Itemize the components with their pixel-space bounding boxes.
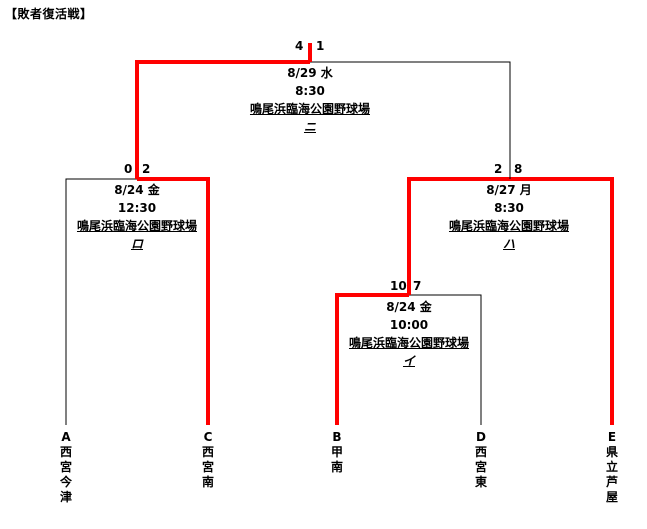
match-time: 10:00: [389, 318, 429, 332]
line-winner-i: [407, 177, 510, 295]
match-date: 8/24 金: [386, 300, 432, 314]
line-team-e-winner: [510, 177, 614, 425]
team-name: 西宮今津: [59, 445, 72, 504]
team-label: E: [607, 430, 617, 444]
line-team-a: [65, 178, 137, 425]
match-date: 8/29 水: [287, 66, 333, 80]
team-name: 西宮東: [474, 445, 487, 489]
team-label: A: [61, 430, 71, 444]
score-left-ni: 4: [295, 39, 304, 53]
team-c: C 西宮南: [200, 430, 216, 490]
page-title: 【敗者復活戦】: [5, 7, 93, 21]
line-team-c-winner: [137, 177, 210, 425]
line-winner-ro: [135, 60, 310, 179]
team-name: 西宮南: [201, 445, 214, 489]
team-e: E 県立芦屋: [604, 430, 620, 505]
team-d: D 西宮東: [473, 430, 489, 490]
score-right-ro: 2: [142, 162, 151, 176]
match-venue: 鳴尾浜臨海公園野球場: [348, 336, 469, 350]
score-left-ha: 2: [494, 162, 503, 176]
match-venue: 鳴尾浜臨海公園野球場: [76, 219, 197, 233]
match-info-ro: 8/24 金 12:30 鳴尾浜臨海公園野球場 ロ: [47, 181, 227, 253]
team-label: C: [203, 430, 213, 444]
match-code: ニ: [303, 120, 316, 134]
match-venue: 鳴尾浜臨海公園野球場: [448, 219, 569, 233]
score-right-ni: 1: [316, 39, 325, 53]
line-team-d: [409, 294, 482, 425]
match-info-ha: 8/27 月 8:30 鳴尾浜臨海公園野球場 ハ: [419, 181, 599, 253]
team-b: B 甲 南: [329, 430, 356, 475]
score-right-ha: 8: [514, 162, 523, 176]
match-time: 12:30: [117, 201, 157, 215]
match-code: イ: [402, 354, 415, 368]
score-left-ro: 0: [124, 162, 133, 176]
team-a: A 西宮今津: [58, 430, 74, 505]
team-label: B: [332, 430, 342, 444]
score-left-i: 10: [390, 279, 407, 293]
match-info-i: 8/24 金 10:00 鳴尾浜臨海公園野球場 イ: [319, 298, 499, 370]
team-name: 県立芦屋: [605, 445, 618, 504]
match-date: 8/27 月: [486, 183, 532, 197]
match-venue: 鳴尾浜臨海公園野球場: [249, 102, 370, 116]
match-info-ni: 8/29 水 8:30 鳴尾浜臨海公園野球場 ニ: [220, 64, 400, 136]
match-code: ロ: [130, 237, 143, 251]
line-winner-ha: [310, 61, 511, 179]
match-date: 8/24 金: [114, 183, 160, 197]
line-team-b-winner: [335, 293, 409, 425]
score-right-i: 7: [413, 279, 422, 293]
team-label: D: [476, 430, 486, 444]
match-code: ハ: [502, 237, 515, 251]
match-time: 8:30: [295, 84, 325, 98]
match-time: 8:30: [494, 201, 524, 215]
team-name: 甲 南: [330, 445, 356, 474]
